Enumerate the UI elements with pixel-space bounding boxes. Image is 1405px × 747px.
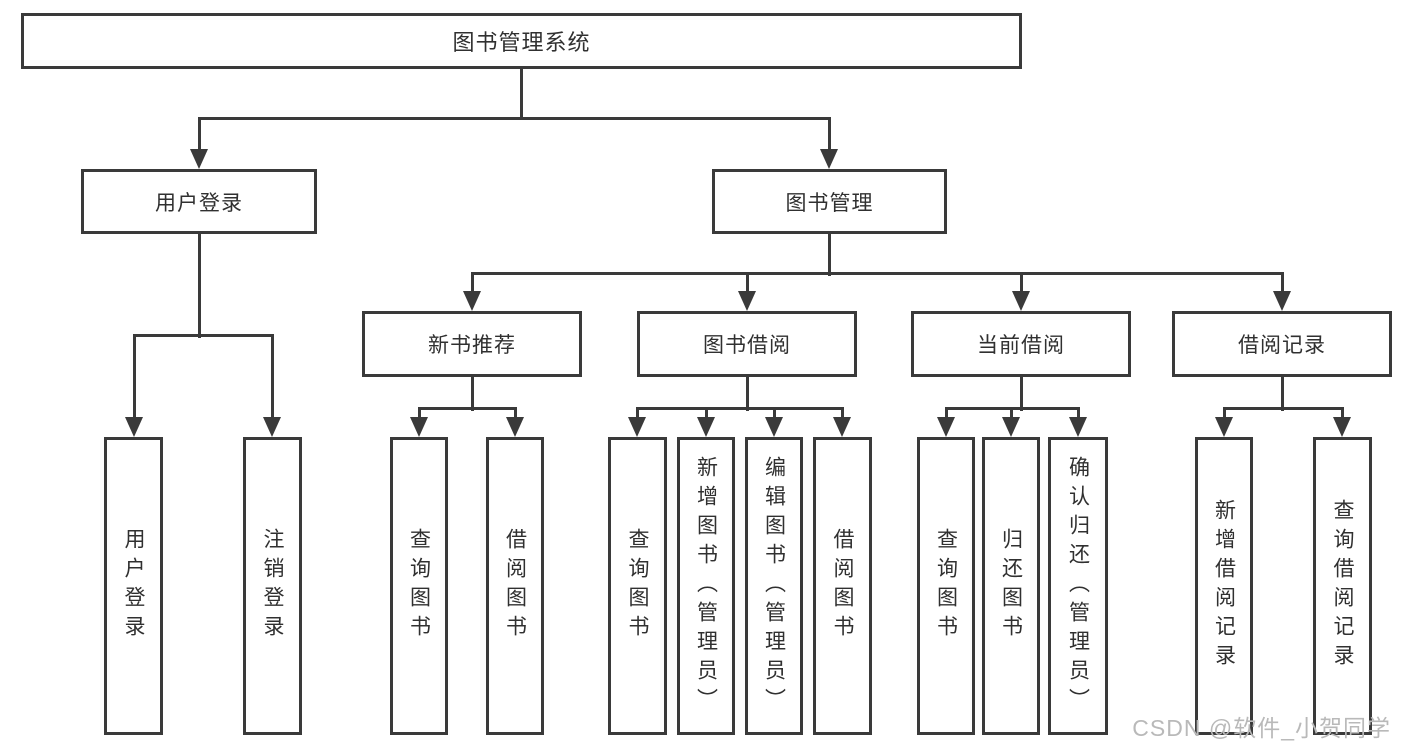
connector-hline [198,116,831,120]
node-user-login: 用户登录 [81,169,317,234]
arrow-down-icon [628,417,646,437]
arrow-down-icon [463,291,481,311]
arrow-down-icon [125,417,143,437]
arrow-down-icon [1069,417,1087,437]
node-label: 新增借阅记录 [1212,499,1236,673]
node-label: 用户登录 [155,191,243,215]
connector-hline [133,333,274,337]
arrow-down-icon [820,149,838,169]
node-label: 借阅图书 [831,528,854,644]
connector-vline [635,408,639,420]
connector-vline [470,273,474,294]
arrow-down-icon [1215,417,1233,437]
connector-vline [1009,408,1013,420]
node-leaf-borrow-books-2: 借阅图书 [813,437,872,735]
connector-vline [745,273,749,294]
node-leaf-add-books-admin: 新增图书（管理员） [677,437,735,735]
connector-hline [636,406,844,410]
node-label: 新书推荐 [428,334,516,357]
arrow-down-icon [1333,417,1351,437]
node-leaf-confirm-return-admin: 确认归还（管理员） [1048,437,1108,735]
node-leaf-query-books-1: 查询图书 [390,437,448,735]
connector-vline [1280,377,1284,411]
connector-vline [197,234,201,338]
node-label: 新增图书（管理员） [694,455,718,717]
connector-vline [704,408,708,420]
node-label: 用户登录 [122,528,145,644]
node-new-book-recommendation: 新书推荐 [362,311,582,377]
arrow-down-icon [1012,291,1030,311]
node-borrowing-records: 借阅记录 [1172,311,1392,377]
connector-hline [945,406,1080,410]
node-label: 图书管理 [785,191,874,215]
connector-vline [827,118,831,152]
connector-vline [827,234,831,276]
node-leaf-query-books-2: 查询图书 [608,437,667,735]
node-label: 借阅图书 [503,528,527,644]
arrow-down-icon [738,291,756,311]
connector-hline [1223,406,1344,410]
node-book-borrowing: 图书借阅 [637,311,857,377]
arrow-down-icon [765,417,783,437]
node-label: 查询图书 [626,528,649,644]
node-label: 查询图书 [407,528,431,644]
connector-vline [519,69,523,120]
connector-vline [470,377,474,411]
node-leaf-return-books: 归还图书 [982,437,1040,735]
connector-vline [944,408,948,420]
connector-vline [270,335,274,420]
connector-vline [417,408,421,420]
node-label: 图书借阅 [703,334,791,357]
connector-vline [840,408,844,420]
node-leaf-add-borrow-record: 新增借阅记录 [1195,437,1253,735]
connector-vline [1340,408,1344,420]
node-library-management-system: 图书管理系统 [21,13,1022,69]
arrow-down-icon [190,149,208,169]
node-label: 查询借阅记录 [1331,499,1354,673]
node-label: 归还图书 [999,528,1023,644]
node-leaf-user-login: 用户登录 [104,437,163,735]
node-label: 确认归还（管理员） [1066,455,1090,717]
connector-hline [471,271,1284,275]
connector-vline [745,377,749,411]
csdn-watermark: CSDN @软件_小贺同学 [1132,715,1391,741]
node-label: 图书管理系统 [452,30,591,55]
node-leaf-edit-books-admin: 编辑图书（管理员） [745,437,803,735]
node-current-borrowing: 当前借阅 [911,311,1131,377]
connector-vline [513,408,517,420]
node-leaf-query-books-3: 查询图书 [917,437,975,735]
node-label: 查询图书 [934,528,958,644]
arrow-down-icon [410,417,428,437]
arrow-down-icon [263,417,281,437]
node-label: 借阅记录 [1238,334,1326,357]
connector-vline [1019,273,1023,294]
node-leaf-borrow-books-1: 借阅图书 [486,437,544,735]
node-leaf-logout: 注销登录 [243,437,302,735]
arrow-down-icon [937,417,955,437]
node-label: 注销登录 [261,528,284,644]
arrow-down-icon [1273,291,1291,311]
connector-vline [772,408,776,420]
connector-vline [132,335,136,420]
connector-vline [197,118,201,152]
connector-vline [1222,408,1226,420]
node-leaf-query-borrow-record: 查询借阅记录 [1313,437,1372,735]
connector-hline [418,406,517,410]
connector-vline [1019,377,1023,411]
connector-vline [1076,408,1080,420]
arrow-down-icon [506,417,524,437]
arrow-down-icon [833,417,851,437]
connector-vline [1280,273,1284,294]
node-label: 当前借阅 [977,334,1065,357]
node-label: 编辑图书（管理员） [762,455,786,717]
arrow-down-icon [1002,417,1020,437]
node-book-management: 图书管理 [712,169,947,234]
arrow-down-icon [697,417,715,437]
